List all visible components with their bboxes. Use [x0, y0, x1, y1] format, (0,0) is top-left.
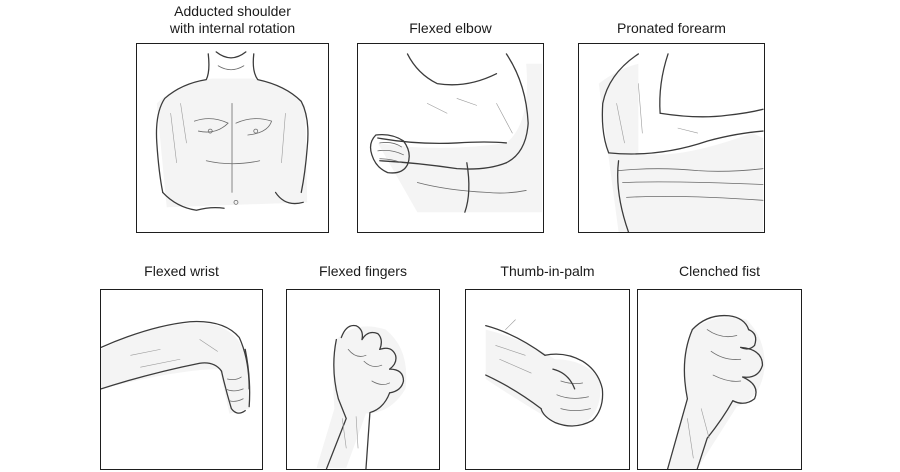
illustration-flexed-elbow — [357, 43, 544, 233]
fist-sketch — [666, 314, 765, 469]
caption-flexed-elbow: Flexed elbow — [409, 20, 492, 36]
panel-thumb-in-palm: Thumb-in-palm — [465, 259, 630, 470]
illustration-thumb-in-palm — [465, 289, 630, 470]
caption-flexed-fingers: Flexed fingers — [319, 263, 407, 279]
illustration-clenched-fist — [637, 289, 802, 470]
caption-pronated-forearm: Pronated forearm — [617, 20, 726, 36]
torso-sketch — [155, 51, 309, 211]
illustration-adducted-shoulder — [136, 43, 329, 233]
panel-flexed-fingers: Flexed fingers — [286, 259, 440, 470]
panel-flexed-wrist: Flexed wrist — [100, 259, 263, 470]
elbow-sketch — [369, 53, 543, 213]
caption-flexed-wrist: Flexed wrist — [144, 263, 219, 279]
fingers-sketch — [316, 324, 407, 469]
wrist-sketch — [101, 320, 251, 414]
panel-clenched-fist: Clenched fist — [637, 259, 802, 470]
caption-adducted-shoulder: Adducted shoulder with internal rotation — [169, 3, 296, 36]
illustration-flexed-fingers — [286, 289, 440, 470]
illustration-flexed-wrist — [100, 289, 263, 470]
panel-adducted-shoulder: Adducted shoulder with internal rotation — [136, 0, 329, 233]
thumb-palm-sketch — [485, 319, 604, 427]
caption-clenched-fist: Clenched fist — [679, 263, 760, 279]
caption-thumb-in-palm: Thumb-in-palm — [500, 263, 595, 279]
panel-pronated-forearm: Pronated forearm — [578, 0, 765, 233]
illustration-pronated-forearm — [578, 43, 765, 233]
forearm-sketch — [598, 53, 764, 232]
panel-flexed-elbow: Flexed elbow — [357, 0, 544, 233]
